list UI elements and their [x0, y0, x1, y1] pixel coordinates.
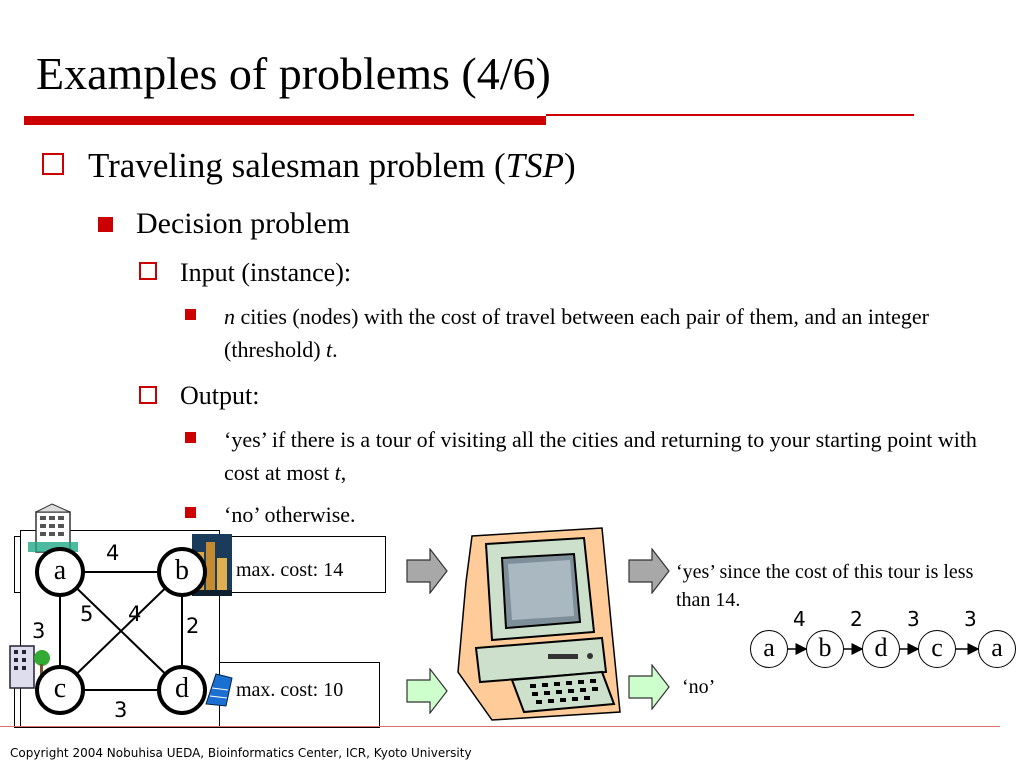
blue-building-icon: [205, 673, 233, 707]
edge-label-bc: 4: [128, 602, 142, 626]
graph-node-c: c: [35, 665, 85, 715]
edge-label-bd: 2: [186, 614, 200, 638]
max-cost-10-label: max. cost: 10: [236, 679, 344, 701]
copyright-footer: Copyright 2004 Nobuhisa UEDA, Bioinforma…: [10, 746, 472, 760]
tour-cost-label: 2: [850, 607, 863, 631]
graph-node-b: b: [157, 547, 207, 597]
var-t: t: [326, 337, 333, 362]
bullet-tsp-close: ): [564, 146, 576, 185]
computer-icon: [457, 527, 621, 721]
output-yes-end: ,: [340, 460, 347, 485]
edge-label-ad: 5: [80, 602, 94, 626]
bullet-decision-problem: Decision problem: [136, 207, 351, 240]
apartment-building-icon: [9, 645, 50, 689]
graph-node-d: d: [157, 665, 207, 715]
edge-bc: [59, 571, 183, 691]
max-cost-14-label: max. cost: 14: [236, 559, 344, 581]
hollow-square-bullet-icon: [139, 262, 157, 280]
tour-node: a: [978, 630, 1016, 668]
title-underline-thin: [546, 114, 914, 116]
filled-square-bullet-icon: [185, 507, 196, 518]
tour-node: b: [806, 630, 844, 668]
title-underline-thick: [24, 116, 546, 125]
filled-square-bullet-icon: [185, 432, 196, 443]
input-arrow-green-icon: [406, 668, 448, 714]
var-t: t: [334, 460, 341, 485]
bullet-tsp-text: Traveling salesman problem (: [88, 146, 506, 185]
tour-arrows: [788, 643, 980, 655]
tour-cost-label: 3: [964, 607, 977, 631]
edge-label-cd: 3: [114, 698, 128, 722]
bullet-output-yes: ‘yes’ if there is a tour of visiting all…: [224, 423, 994, 489]
slide-title: Examples of problems (4/6): [36, 48, 551, 99]
tour-node: d: [862, 630, 900, 668]
output-arrow-gray-icon: [628, 548, 670, 594]
bullet-output-no: ‘no’ otherwise.: [224, 502, 356, 527]
filled-square-bullet-icon: [98, 217, 113, 232]
result-yes-text: ‘yes’ since the cost of this tour is les…: [676, 561, 974, 611]
tour-node: a: [750, 630, 788, 668]
bullet-output-heading: Output:: [180, 381, 260, 410]
edge-label-ac: 3: [32, 619, 46, 643]
hollow-square-bullet-icon: [42, 153, 64, 175]
edge-label-ab: 4: [106, 541, 120, 565]
output-arrow-green-icon: [628, 664, 670, 710]
tour-node: c: [918, 630, 956, 668]
input-item-text: cities (nodes) with the cost of travel b…: [224, 304, 929, 362]
bullet-input-item: n cities (nodes) with the cost of travel…: [224, 300, 994, 366]
hollow-square-bullet-icon: [139, 386, 157, 404]
bullet-input-heading: Input (instance):: [180, 258, 352, 287]
graph-node-a: a: [35, 547, 85, 597]
result-no-text: ‘no’: [682, 676, 716, 698]
input-arrow-gray-icon: [406, 548, 448, 594]
input-item-end: .: [332, 337, 338, 362]
footer-divider: [0, 726, 1000, 727]
tour-cost-label: 4: [793, 607, 806, 631]
filled-square-bullet-icon: [185, 309, 196, 320]
bullet-tsp: Traveling salesman problem (TSP): [88, 146, 576, 186]
output-yes-text: ‘yes’ if there is a tour of visiting all…: [224, 427, 977, 485]
bullet-tsp-abbr: TSP: [505, 146, 565, 185]
tour-cost-label: 3: [907, 607, 920, 631]
var-n: n: [224, 304, 235, 329]
